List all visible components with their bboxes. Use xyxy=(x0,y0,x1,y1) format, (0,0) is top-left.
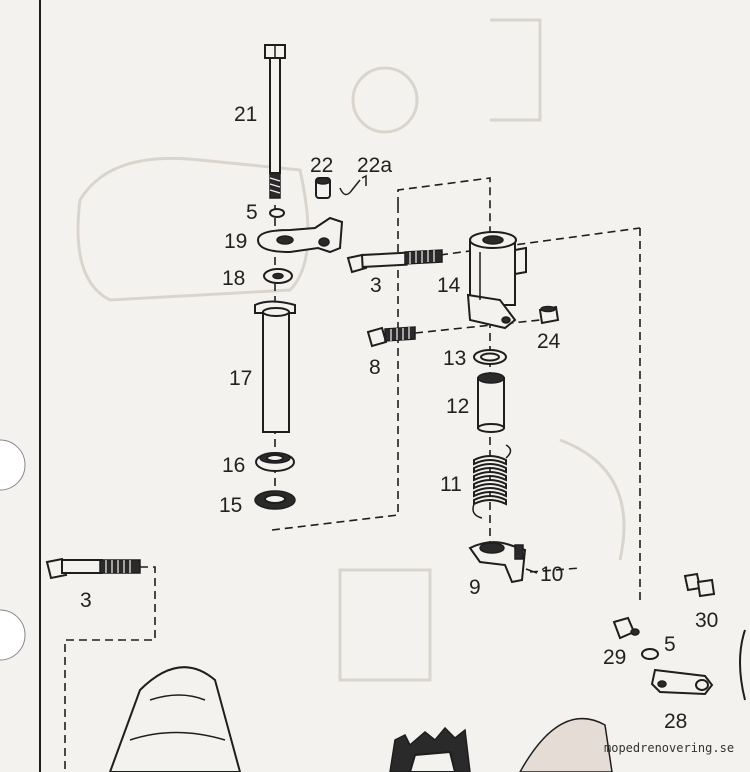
label-3-bottom: 3 xyxy=(80,589,92,612)
part-3-bolt-lower xyxy=(45,557,141,580)
watermark-text: mopedrenovering.se xyxy=(604,741,734,755)
part-12-bushing xyxy=(477,372,505,433)
part-5-washer-right xyxy=(641,648,659,660)
part-labels: 21 22 22a 5 19 18 17 16 15 3 14 24 8 13 … xyxy=(80,103,718,733)
label-10: 10 xyxy=(540,563,563,586)
label-19: 19 xyxy=(224,230,247,253)
leader-10 xyxy=(525,568,538,574)
part-16-spring-washer xyxy=(255,452,295,472)
label-9: 9 xyxy=(469,576,481,599)
label-22: 22 xyxy=(310,154,333,177)
part-30-nut-bolt xyxy=(683,572,716,598)
bottom-casing-fragment xyxy=(108,666,242,772)
label-15: 15 xyxy=(219,494,242,517)
part-15-washer xyxy=(254,490,296,510)
part-8-bolt xyxy=(366,326,416,348)
label-16: 16 xyxy=(222,454,245,477)
part-18-washer xyxy=(263,268,293,284)
part-13-ring xyxy=(473,349,507,365)
label-5-right: 5 xyxy=(664,633,676,656)
edge-part-fragment xyxy=(739,629,746,701)
bottom-gear-fragment xyxy=(389,726,471,772)
part-22a-clip xyxy=(339,179,361,196)
label-14: 14 xyxy=(437,274,461,297)
part-28-bracket xyxy=(650,668,714,696)
label-3-top: 3 xyxy=(370,274,382,297)
part-9-10-lever xyxy=(468,541,527,584)
label-30: 30 xyxy=(695,609,718,632)
part-22-nut xyxy=(315,177,331,199)
bottom-disc-fragment xyxy=(519,717,613,772)
label-24: 24 xyxy=(537,330,561,353)
label-5-top: 5 xyxy=(246,201,258,224)
label-21: 21 xyxy=(234,103,257,126)
label-17: 17 xyxy=(229,367,252,390)
part-19-plate xyxy=(256,216,344,254)
punch-hole xyxy=(0,439,26,491)
part-24-nut xyxy=(538,305,560,325)
part-29-nut xyxy=(612,616,640,640)
part-17-tube xyxy=(254,300,296,433)
label-28: 28 xyxy=(664,710,687,733)
part-3-bolt-upper xyxy=(346,249,443,274)
label-11: 11 xyxy=(440,473,462,496)
label-29: 29 xyxy=(603,646,626,669)
part-11-spring xyxy=(472,444,512,519)
label-18: 18 xyxy=(222,267,245,290)
label-8: 8 xyxy=(369,356,381,379)
leader-22a xyxy=(361,174,367,186)
label-12: 12 xyxy=(446,395,469,418)
part-21-long-bolt xyxy=(264,44,286,199)
punch-hole xyxy=(0,609,26,661)
part-5-washer xyxy=(269,208,285,218)
label-22a: 22a xyxy=(357,154,392,177)
label-13: 13 xyxy=(443,347,466,370)
part-14-housing xyxy=(466,231,527,330)
